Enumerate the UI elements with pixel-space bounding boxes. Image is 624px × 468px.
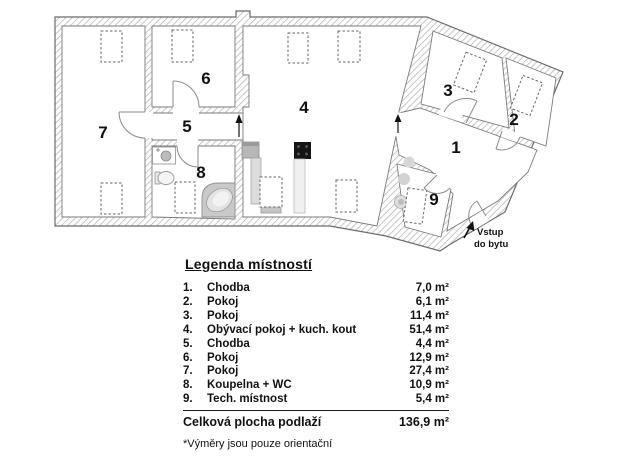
legend-row-name: Pokoj xyxy=(207,295,239,308)
entrance-marker: Vstup do bytu xyxy=(463,221,508,250)
tech-room-fixtures xyxy=(394,156,415,209)
legend-row-name: Chodba xyxy=(207,282,250,294)
legend-row-name: Koupelna + WC xyxy=(207,379,292,392)
legend-row: 7. Pokoj 27,4 m² xyxy=(183,365,449,379)
legend-row: 6. Pokoj 12,9 m² xyxy=(183,352,449,366)
legend-row: 3. Pokoj 11,4 m² xyxy=(183,310,449,324)
entrance-opening xyxy=(469,210,489,230)
legend-row-area: 11,4 m² xyxy=(410,309,449,322)
room-7-area xyxy=(61,25,146,218)
legend-row-area: 4,4 m² xyxy=(415,337,449,350)
room-label-8: 8 xyxy=(196,163,205,182)
step-arrows xyxy=(235,114,402,137)
legend-total-value: 136,9 m² xyxy=(398,415,449,430)
door-opening-room2 xyxy=(501,128,521,143)
door-opening-room7 xyxy=(144,112,153,138)
legend-row-number: 6. xyxy=(183,351,193,364)
legend-row-area: 6,1 m² xyxy=(415,295,449,308)
room-label-4: 4 xyxy=(299,98,309,117)
legend-row-number: 3. xyxy=(183,309,193,322)
legend-row-area: 27,4 m² xyxy=(409,365,449,378)
room-label-3: 3 xyxy=(443,81,452,100)
legend-total-label: Celková plocha podlaží xyxy=(183,415,322,430)
legend-row-area: 5,4 m² xyxy=(415,393,449,406)
legend-row: 9. Tech. místnost 5,4 m² xyxy=(183,393,449,407)
legend-row-number: 9. xyxy=(183,393,193,406)
legend-rows: 1. Chodba 7,0 m² 2. Pokoj 6,1 m² 3. Poko… xyxy=(183,282,449,407)
corner-bathtub xyxy=(201,182,236,218)
room-label-6: 6 xyxy=(201,69,210,88)
legend-row-name: Chodba xyxy=(207,337,250,350)
door-opening-room8 xyxy=(177,139,198,147)
legend-title: Legenda místností xyxy=(185,256,313,272)
legend-row: 2. Pokoj 6,1 m² xyxy=(183,296,449,310)
room-1-area xyxy=(395,107,538,232)
legend-row-number: 5. xyxy=(183,337,193,350)
bathroom-fixtures xyxy=(152,146,236,218)
legend-row: 8. Koupelna + WC 10,9 m² xyxy=(183,379,449,393)
room-label-1: 1 xyxy=(451,138,460,157)
legend-row-area: 10,9 m² xyxy=(409,379,449,392)
door-swings xyxy=(118,80,521,225)
legend-row-name: Obývací pokoj + kuch. kout xyxy=(207,323,357,336)
legend-row-area: 51,4 m² xyxy=(409,323,449,336)
door-opening-room9 xyxy=(434,172,452,192)
legend-row-area: 12,9 m² xyxy=(409,351,449,364)
legend-divider xyxy=(183,410,449,412)
legend-row-name: Tech. místnost xyxy=(207,393,288,406)
room-label-5: 5 xyxy=(182,117,191,136)
legend-row: 4. Obývací pokoj + kuch. kout 51,4 m² xyxy=(183,324,449,338)
toilet xyxy=(154,171,175,185)
legend-row: 5. Chodba 4,4 m² xyxy=(183,338,449,352)
legend-row: 1. Chodba 7,0 m² xyxy=(183,282,449,296)
room-label-7: 7 xyxy=(98,123,107,142)
stove xyxy=(294,142,311,159)
room-4-area xyxy=(242,25,422,227)
legend-row-number: 7. xyxy=(183,365,193,378)
room-label-2: 2 xyxy=(509,110,518,129)
legend-row-number: 8. xyxy=(183,379,193,392)
legend: Legenda místností 1. Chodba 7,0 m² 2. Po… xyxy=(183,256,449,450)
legend-row-name: Pokoj xyxy=(207,351,239,364)
legend-total-row: Celková plocha podlaží 136,9 m² xyxy=(183,411,449,429)
room-label-9: 9 xyxy=(429,190,438,209)
entrance-label-line2: do bytu xyxy=(474,239,508,250)
legend-row-number: 4. xyxy=(183,323,193,336)
legend-row-name: Pokoj xyxy=(207,309,239,322)
legend-row-number: 2. xyxy=(183,295,193,308)
door-opening-room6 xyxy=(173,106,199,114)
room-5-area xyxy=(151,112,244,141)
legend-row-number: 1. xyxy=(183,282,193,294)
legend-footnote: *Výměry jsou pouze orientační xyxy=(183,438,333,451)
legend-row-area: 7,0 m² xyxy=(415,282,449,294)
legend-row-name: Pokoj xyxy=(207,365,239,378)
entrance-label-line1: Vstup xyxy=(477,227,504,238)
